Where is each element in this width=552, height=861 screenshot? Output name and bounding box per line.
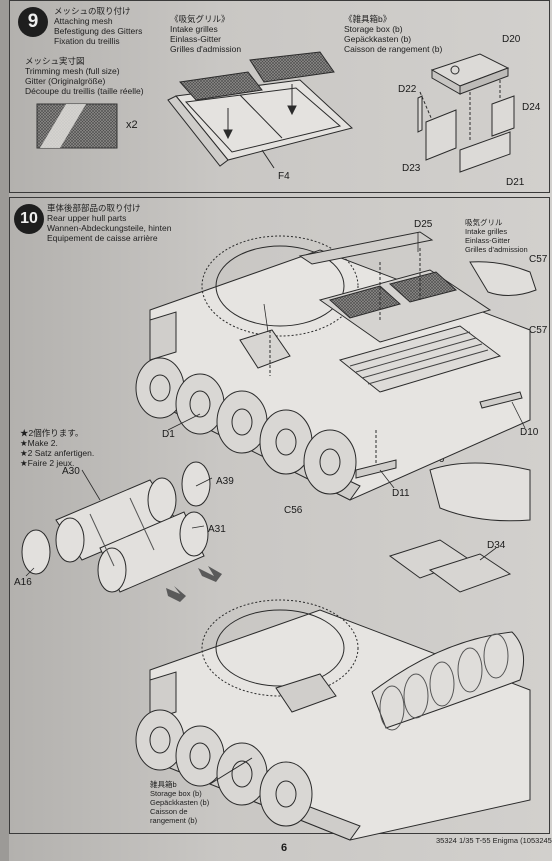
intake-grille-illustration bbox=[167, 51, 354, 169]
part-label-c57-side: C57 bbox=[529, 325, 548, 336]
part-label-d21: D21 bbox=[506, 177, 525, 188]
part-label-d11: D11 bbox=[392, 488, 410, 499]
mesh-quantity: x2 bbox=[126, 119, 138, 131]
make-two-note: ★2個作ります。 ★Make 2. ★2 Satz anfertigen. ★F… bbox=[20, 428, 95, 468]
leader-lines bbox=[25, 232, 526, 577]
part-label-a31: A31 bbox=[208, 524, 226, 535]
storage-box-b-illustration bbox=[417, 53, 515, 173]
part-label-d23: D23 bbox=[402, 163, 421, 174]
mesh-template-caption: メッシュ実寸図 Trimming mesh (full size) Gitter… bbox=[25, 56, 144, 96]
step-10-badge: 10 bbox=[14, 204, 44, 234]
part-label-c56: C56 bbox=[284, 505, 303, 516]
part-label-f4: F4 bbox=[278, 171, 290, 182]
binder-edge bbox=[0, 0, 9, 861]
step-9-title: メッシュの取り付け Attaching mesh Befestigung des… bbox=[54, 6, 143, 46]
completed-hull-illustration bbox=[135, 539, 531, 841]
part-label-d25: D25 bbox=[414, 219, 433, 230]
step-9-badge: 9 bbox=[18, 7, 48, 37]
part-label-d1: D1 bbox=[162, 429, 175, 440]
part-label-d22: D22 bbox=[398, 84, 417, 95]
footer-catalog: 35324 1/35 T-55 Enigma (1053245) bbox=[436, 836, 552, 845]
step-10-title: 車体後部部品の取り付け Rear upper hull parts Wannen… bbox=[47, 203, 172, 243]
intake-grille-callout: 吸気グリル Intake grilles Einlass-Gitter Gril… bbox=[465, 218, 528, 254]
part-label-d24: D24 bbox=[522, 102, 541, 113]
fuel-drum-subassembly-illustration bbox=[21, 461, 211, 593]
flow-arrows bbox=[166, 566, 222, 602]
part-label-d10: D10 bbox=[520, 427, 539, 438]
step-9-panel: 9 メッシュの取り付け Attaching mesh Befestigung d… bbox=[9, 0, 550, 193]
page-number: 6 bbox=[281, 842, 288, 854]
part-label-c57-top: C57 bbox=[529, 254, 548, 265]
storage-box-callout: 雑具箱b Storage box (b) Gepäckkasten (b) Ca… bbox=[150, 780, 210, 825]
part-label-a39: A39 bbox=[216, 476, 234, 487]
upper-hull-top-illustration bbox=[135, 231, 537, 522]
part-label-d34: D34 bbox=[487, 540, 506, 551]
storage-box-caption: 《雑具箱b》 Storage box (b) Gepäckkasten (b) … bbox=[344, 14, 443, 54]
mesh-template-illustration bbox=[36, 103, 118, 149]
part-label-a16: A16 bbox=[14, 577, 32, 588]
intake-grille-caption: 《吸気グリル》 Intake grilles Einlass-Gitter Gr… bbox=[170, 14, 242, 54]
part-label-a30: A30 bbox=[62, 466, 80, 477]
part-label-d20: D20 bbox=[502, 34, 521, 45]
step-10-panel: 10 車体後部部品の取り付け Rear upper hull parts Wan… bbox=[9, 197, 550, 834]
